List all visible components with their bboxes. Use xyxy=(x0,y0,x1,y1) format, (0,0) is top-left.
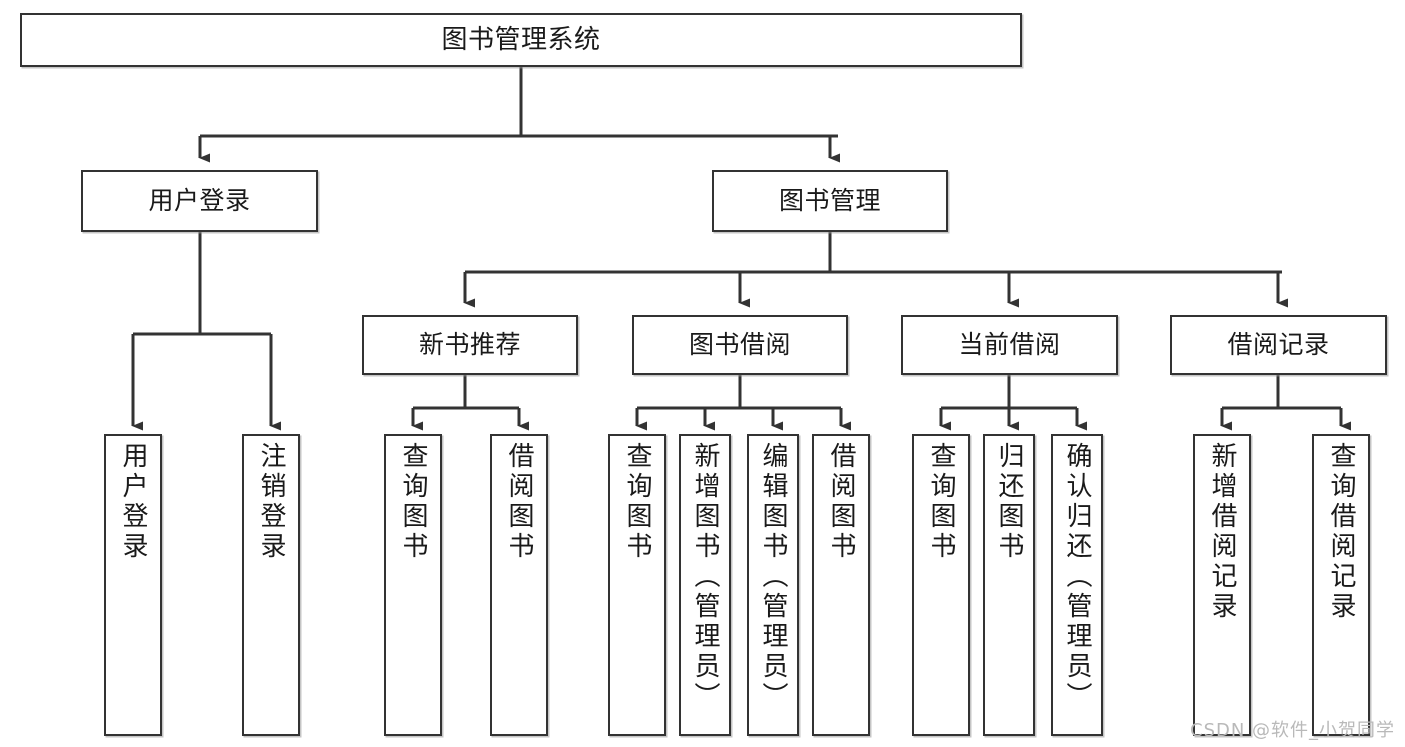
node-leaf-add-borrow-record[interactable]: 新增借阅记录 xyxy=(1193,434,1251,736)
node-current-borrow[interactable]: 当前借阅 xyxy=(901,315,1118,375)
csdn-watermark: CSDN @软件_小贺同学 xyxy=(1190,720,1396,741)
node-leaf-add-book-label: 新增图书（管理员） xyxy=(690,442,720,712)
node-leaf-edit-book[interactable]: 编辑图书（管理员） xyxy=(747,434,799,736)
node-leaf-confirm-return[interactable]: 确认归还（管理员） xyxy=(1051,434,1103,736)
node-leaf-query-borrow-record[interactable]: 查询借阅记录 xyxy=(1312,434,1370,736)
node-leaf-add-book[interactable]: 新增图书（管理员） xyxy=(679,434,731,736)
node-leaf-logout[interactable]: 注销登录 xyxy=(242,434,300,736)
node-book-borrow-label: 图书借阅 xyxy=(688,330,791,360)
node-leaf-query-book-recommend[interactable]: 查询图书 xyxy=(384,434,442,736)
node-leaf-user-login-label: 用户登录 xyxy=(118,442,148,562)
node-user-login[interactable]: 用户登录 xyxy=(81,170,318,232)
node-leaf-borrow-book-recommend[interactable]: 借阅图书 xyxy=(490,434,548,736)
node-user-login-label: 用户登录 xyxy=(148,186,251,216)
node-root-system[interactable]: 图书管理系统 xyxy=(20,13,1022,67)
node-new-book-recommend-label: 新书推荐 xyxy=(418,330,521,360)
node-leaf-borrow-book-borrow[interactable]: 借阅图书 xyxy=(812,434,870,736)
node-borrow-record[interactable]: 借阅记录 xyxy=(1170,315,1387,375)
node-new-book-recommend[interactable]: 新书推荐 xyxy=(362,315,578,375)
node-leaf-add-borrow-record-label: 新增借阅记录 xyxy=(1207,442,1237,622)
node-leaf-return-book[interactable]: 归还图书 xyxy=(983,434,1035,736)
node-leaf-borrow-book-recommend-label: 借阅图书 xyxy=(504,442,534,562)
node-leaf-return-book-label: 归还图书 xyxy=(994,442,1024,562)
node-leaf-query-book-current[interactable]: 查询图书 xyxy=(912,434,970,736)
node-leaf-query-book-borrow-label: 查询图书 xyxy=(622,442,652,562)
node-leaf-query-borrow-record-label: 查询借阅记录 xyxy=(1326,442,1356,622)
node-leaf-confirm-return-label: 确认归还（管理员） xyxy=(1062,442,1092,712)
node-leaf-logout-label: 注销登录 xyxy=(256,442,286,562)
node-leaf-query-book-borrow[interactable]: 查询图书 xyxy=(608,434,666,736)
node-leaf-query-book-recommend-label: 查询图书 xyxy=(398,442,428,562)
node-borrow-record-label: 借阅记录 xyxy=(1227,330,1330,360)
node-leaf-edit-book-label: 编辑图书（管理员） xyxy=(758,442,788,712)
node-book-borrow[interactable]: 图书借阅 xyxy=(632,315,848,375)
node-leaf-borrow-book-borrow-label: 借阅图书 xyxy=(826,442,856,562)
node-current-borrow-label: 当前借阅 xyxy=(958,330,1061,360)
node-leaf-user-login[interactable]: 用户登录 xyxy=(104,434,162,736)
node-book-manage[interactable]: 图书管理 xyxy=(712,170,948,232)
node-book-manage-label: 图书管理 xyxy=(778,186,881,216)
node-root-system-label: 图书管理系统 xyxy=(441,24,601,55)
node-leaf-query-book-current-label: 查询图书 xyxy=(926,442,956,562)
